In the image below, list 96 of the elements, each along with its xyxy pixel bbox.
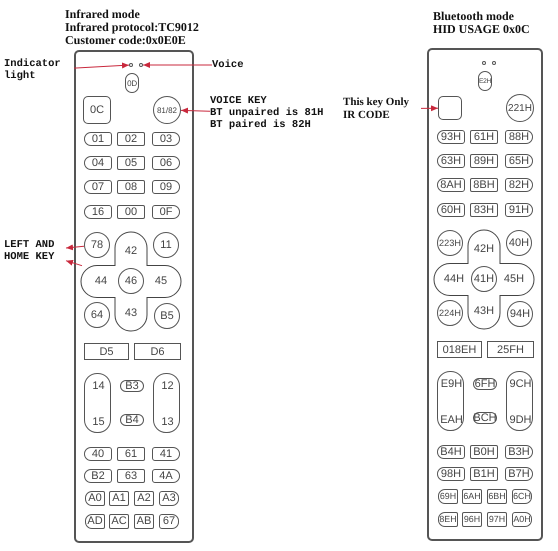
remote-key: BCH — [473, 412, 497, 424]
leader-line — [66, 260, 82, 266]
key-label: 14 — [92, 380, 105, 392]
callout-text: LEFT AND HOME KEY — [4, 239, 66, 263]
indicator-dot — [129, 63, 133, 67]
remote-key: 4A — [152, 469, 180, 483]
key-label: 43H — [474, 304, 494, 316]
remote-key: 07 — [84, 180, 112, 194]
callout-text: BT paired is 82H — [210, 119, 312, 131]
remote-key: D6 — [134, 343, 181, 360]
heading-text: Customer code:0x0E0E — [65, 34, 186, 47]
rocker-key — [84, 373, 111, 433]
key-label: 45 — [154, 275, 168, 287]
remote-key: B1H — [470, 467, 498, 481]
remote-key: 96H — [462, 512, 482, 526]
heading-text: Infrared protocol:TC9012 — [65, 21, 199, 34]
heading-text: HID USAGE 0x0C — [433, 23, 530, 36]
heading-text: Bluetooth mode — [433, 10, 515, 23]
remote-key: 06 — [152, 156, 180, 170]
remote-key: B2 — [84, 469, 112, 483]
remote-key: AB — [134, 514, 154, 528]
remote-key: 61H — [470, 130, 498, 144]
remote-key: 03 — [152, 132, 180, 146]
key-label: 42H — [474, 242, 494, 254]
key-label: 12 — [161, 380, 174, 392]
remote-key: 0C — [83, 96, 111, 124]
leader-line — [66, 244, 84, 250]
key-label: 44H — [444, 273, 464, 285]
remote-key: B3H — [505, 445, 533, 459]
remote-key: 00 — [117, 205, 145, 219]
remote-key: 93H — [437, 130, 465, 144]
key-label: 9DH — [510, 414, 532, 426]
key-label: 42 — [124, 244, 138, 256]
remote-key: B0H — [470, 445, 498, 459]
remote-key: 0F — [152, 205, 180, 219]
remote-key: 65H — [505, 154, 533, 168]
remote-key: 91H — [505, 203, 533, 217]
leader-line — [420, 105, 438, 112]
remote-key: 09 — [152, 180, 180, 194]
remote-key: B7H — [505, 467, 533, 481]
remote-key: 83H — [470, 203, 498, 217]
key-label: 13 — [161, 416, 174, 428]
rocker-key — [153, 373, 180, 433]
remote-key: 89H — [470, 154, 498, 168]
key-label: 44 — [94, 275, 108, 287]
remote-key: 6BH — [487, 488, 507, 504]
remote-key: 97H — [487, 512, 507, 526]
key-label: 45H — [504, 273, 524, 285]
callout-text: BT unpaired is 81H — [210, 107, 324, 119]
key-label: E9H — [440, 378, 462, 390]
rocker-key — [506, 371, 533, 431]
remote-key: B3 — [120, 380, 144, 392]
remote-key: 01 — [84, 132, 112, 146]
remote-key: 8AH — [437, 178, 465, 192]
remote-key: 60H — [437, 203, 465, 217]
remote-key: 05 — [117, 156, 145, 170]
remote-key: 018EH — [437, 341, 482, 358]
indicator-dot — [139, 63, 143, 67]
remote-key: B4H — [437, 445, 465, 459]
remote-key: 41 — [152, 447, 180, 461]
remote-key: 02 — [117, 132, 145, 146]
heading-text: Infrared mode — [65, 8, 141, 21]
remote-key: B4 — [120, 414, 144, 426]
indicator-dot — [492, 61, 496, 65]
remote-key: 98H — [437, 467, 465, 481]
remote-key: 25FH — [487, 341, 534, 358]
remote-key: 04 — [84, 156, 112, 170]
leader-line — [142, 62, 212, 68]
blank-key — [438, 96, 462, 120]
rocker-key — [437, 371, 464, 431]
callout-text: VOICE KEY — [210, 95, 268, 107]
remote-key: 8BH — [470, 178, 498, 192]
remote-key: 6FH — [473, 378, 497, 390]
key-label: 15 — [92, 416, 105, 428]
callout-text: Voice — [212, 59, 272, 71]
remote-key: 82H — [505, 178, 533, 192]
remote-key: 61 — [117, 447, 145, 461]
key-label: 9CH — [510, 378, 532, 390]
callout-text: Indicator light — [4, 58, 74, 82]
leader-line — [180, 108, 210, 114]
key-label: 43 — [124, 306, 138, 318]
remote-key: 88H — [505, 130, 533, 144]
remote-key: D5 — [84, 343, 129, 360]
remote-key: 63H — [437, 154, 465, 168]
remote-key: 08 — [117, 180, 145, 194]
callout-text: This key Only IR CODE — [343, 96, 421, 122]
remote-key: A2 — [134, 490, 154, 506]
indicator-dot — [482, 61, 486, 65]
remote-key: AC — [109, 514, 129, 528]
remote-key: 63 — [117, 469, 145, 483]
leader-line — [74, 62, 130, 69]
remote-key: 40 — [84, 447, 112, 461]
key-label: EAH — [440, 414, 463, 426]
remote-key: 6AH — [462, 488, 482, 504]
remote-key: A1 — [109, 490, 129, 506]
remote-key: 16 — [84, 205, 112, 219]
